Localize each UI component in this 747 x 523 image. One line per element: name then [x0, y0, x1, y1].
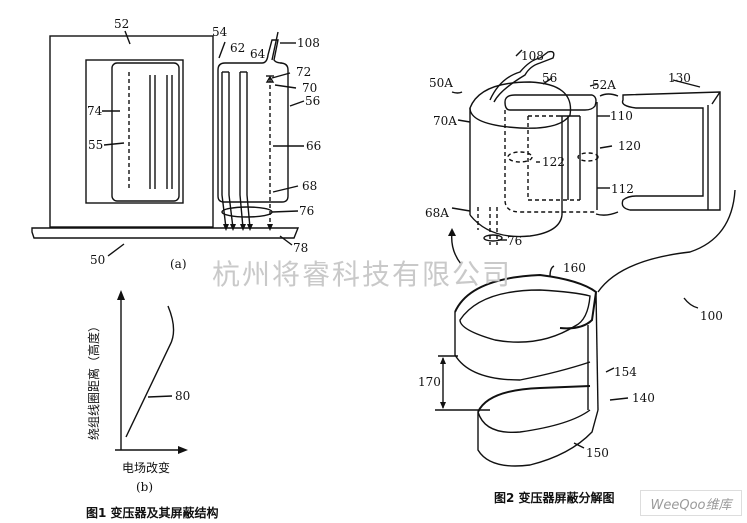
weeqoo-logo: WeeQoo维库	[640, 490, 742, 516]
label-70: 70	[302, 81, 317, 95]
shield-160-top	[454, 273, 598, 330]
leads	[221, 71, 275, 229]
shield-top	[469, 81, 572, 129]
label-62: 62	[230, 41, 245, 55]
label-154: 154	[614, 365, 637, 379]
label-56-fig2: 56	[542, 71, 557, 85]
label-150: 150	[586, 446, 609, 460]
cable-108	[489, 50, 555, 103]
figure1a-drawing	[31, 30, 305, 257]
label-130: 130	[668, 71, 691, 85]
label-170: 170	[418, 375, 441, 389]
figure2-shield	[435, 265, 699, 467]
frame-130	[621, 91, 721, 211]
label-160: 160	[563, 261, 586, 275]
caption-b: (b)	[136, 480, 153, 494]
label-110: 110	[610, 109, 633, 123]
figure1b-plot	[115, 290, 188, 454]
label-120: 120	[618, 139, 641, 153]
curve-80	[125, 305, 175, 438]
shield-outline	[217, 39, 289, 203]
x-axis-arrow	[178, 446, 188, 454]
base-plate	[31, 227, 300, 239]
label-50: 50	[90, 253, 105, 267]
label-68: 68	[302, 179, 317, 193]
connector-curve	[597, 189, 736, 293]
label-108-fig2: 108	[521, 49, 544, 63]
label-72: 72	[296, 65, 311, 79]
core-top	[504, 94, 597, 111]
label-122: 122	[542, 155, 565, 169]
figure2-assembly	[448, 49, 736, 293]
caption-a: (a)	[170, 257, 187, 271]
label-54: 54	[212, 25, 228, 39]
label-112: 112	[611, 182, 634, 196]
label-76-fig2: 76	[507, 234, 522, 248]
label-52: 52	[114, 17, 129, 31]
label-108: 108	[297, 36, 320, 50]
label-76: 76	[299, 204, 314, 218]
figure2-caption: 图2 变压器屏蔽分解图	[494, 490, 615, 505]
label-80: 80	[175, 389, 190, 403]
label-52A: 52A	[592, 78, 616, 92]
label-66: 66	[306, 139, 321, 153]
label-56: 56	[305, 94, 320, 108]
label-68A: 68A	[425, 206, 449, 220]
label-140: 140	[632, 391, 655, 405]
y-axis-arrow	[117, 290, 125, 300]
label-78: 78	[293, 241, 308, 255]
label-55: 55	[88, 138, 103, 152]
label-100: 100	[700, 309, 723, 323]
watermark-text: 杭州将睿科技有限公司	[212, 258, 512, 291]
ring-76	[221, 206, 273, 218]
label-50A: 50A	[429, 76, 453, 90]
x-axis-label: 电场改变	[122, 460, 170, 475]
figure1-caption: 图1 变压器及其屏蔽结构	[86, 505, 219, 520]
window-outline	[85, 59, 184, 204]
label-70A: 70A	[433, 114, 457, 128]
y-axis-label: 绕组线圈距离（高度）	[86, 320, 101, 440]
label-64: 64	[250, 47, 266, 61]
label-74: 74	[87, 104, 103, 118]
coil-outline	[111, 62, 180, 202]
core-outline	[49, 35, 214, 228]
